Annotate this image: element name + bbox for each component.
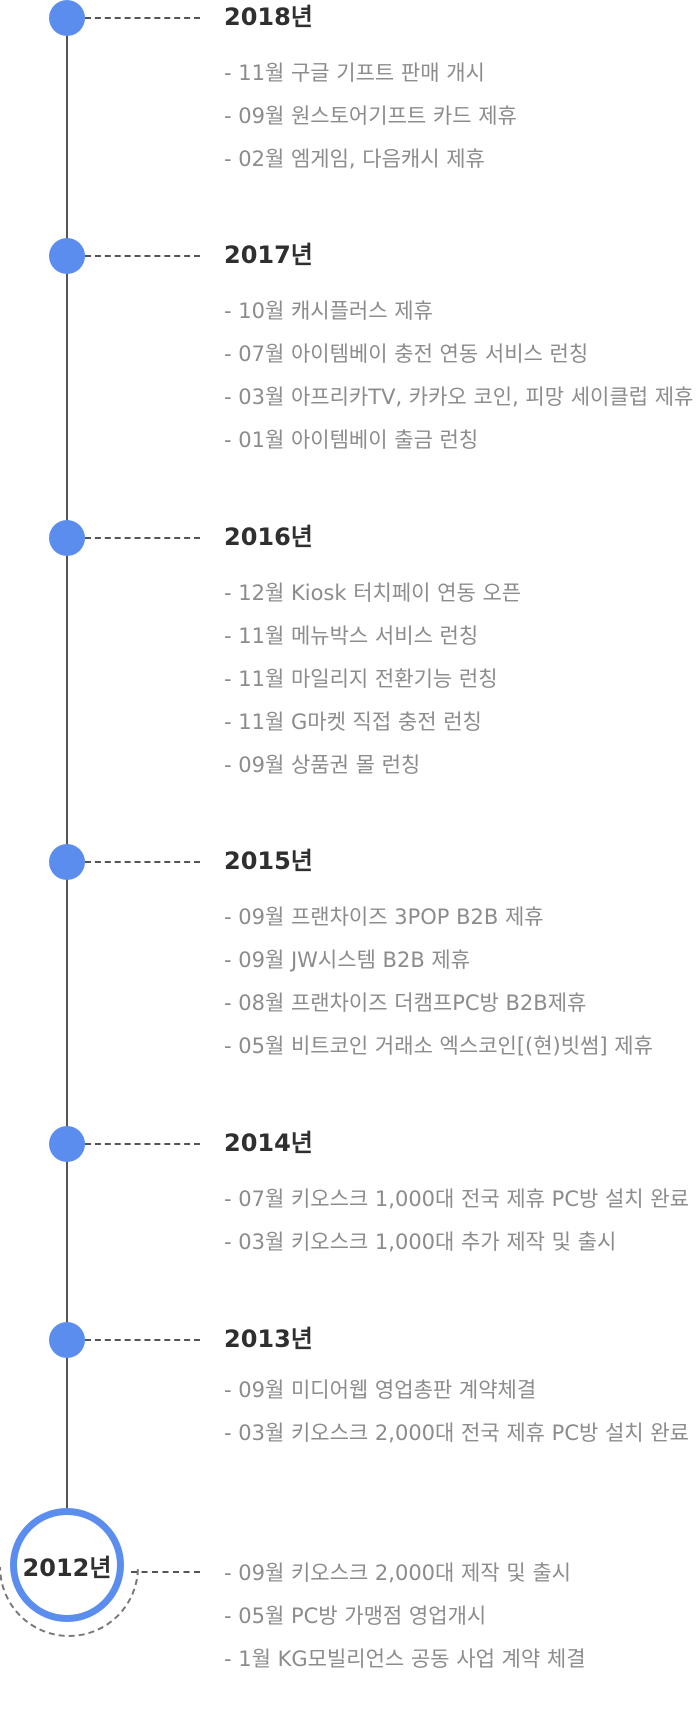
list-item: - 1월 KG모빌리언스 공동 사업 계약 체결 bbox=[224, 1647, 586, 1671]
timeline-connector bbox=[85, 861, 200, 863]
timeline-dot bbox=[49, 520, 85, 556]
event-list: - 10월 캐시플러스 제휴 - 07월 아이템베이 충전 연동 서비스 런칭 … bbox=[224, 296, 693, 468]
year-heading: 2014년 bbox=[224, 1129, 313, 1157]
list-item: - 05월 비트코인 거래소 엑스코인[(현)빗썸] 제휴 bbox=[224, 1034, 653, 1058]
current-year-circle: 2012년 bbox=[10, 1508, 124, 1622]
list-item: - 03월 키오스크 1,000대 추가 제작 및 출시 bbox=[224, 1230, 617, 1254]
event-list: - 09월 프랜차이즈 3POP B2B 제휴 - 09월 JW시스템 B2B … bbox=[224, 902, 653, 1074]
list-item: - 09월 JW시스템 B2B 제휴 bbox=[224, 948, 471, 972]
timeline-connector bbox=[85, 255, 200, 257]
list-item: - 03월 키오스크 2,000대 전국 제휴 PC방 설치 완료 bbox=[224, 1421, 689, 1445]
list-item: - 09월 원스토어기프트 카드 제휴 bbox=[224, 104, 517, 128]
timeline-dot bbox=[49, 238, 85, 274]
event-list: - 07월 키오스크 1,000대 전국 제휴 PC방 설치 완료 - 03월 … bbox=[224, 1184, 689, 1270]
list-item: - 02월 엠게임, 다음캐시 제휴 bbox=[224, 147, 485, 171]
timeline-dot bbox=[49, 1126, 85, 1162]
event-list: - 11월 구글 기프트 판매 개시 - 09월 원스토어기프트 카드 제휴 -… bbox=[224, 58, 517, 187]
timeline-connector bbox=[85, 17, 200, 19]
list-item: - 10월 캐시플러스 제휴 bbox=[224, 299, 433, 323]
year-heading: 2013년 bbox=[224, 1325, 313, 1353]
list-item: - 08월 프랜차이즈 더캠프PC방 B2B제휴 bbox=[224, 991, 587, 1015]
timeline-connector bbox=[85, 537, 200, 539]
list-item: - 03월 아프리카TV, 카카오 코인, 피망 세이클럽 제휴 bbox=[224, 385, 694, 409]
list-item: - 12월 Kiosk 터치페이 연동 오픈 bbox=[224, 581, 522, 605]
list-item: - 09월 미디어웹 영업총판 계약체결 bbox=[224, 1378, 537, 1402]
list-item: - 09월 프랜차이즈 3POP B2B 제휴 bbox=[224, 905, 544, 929]
year-heading: 2017년 bbox=[224, 241, 313, 269]
timeline-dot bbox=[49, 1322, 85, 1358]
event-list: - 09월 미디어웹 영업총판 계약체결 - 03월 키오스크 2,000대 전… bbox=[224, 1375, 689, 1461]
list-item: - 09월 키오스크 2,000대 제작 및 출시 bbox=[224, 1561, 571, 1585]
year-heading: 2016년 bbox=[224, 523, 313, 551]
list-item: - 07월 아이템베이 충전 연동 서비스 런칭 bbox=[224, 342, 589, 366]
list-item: - 11월 마일리지 전환기능 런칭 bbox=[224, 667, 498, 691]
list-item: - 05월 PC방 가맹점 영업개시 bbox=[224, 1604, 487, 1628]
event-list: - 12월 Kiosk 터치페이 연동 오픈 - 11월 메뉴박스 서비스 런칭… bbox=[224, 578, 521, 793]
timeline-connector bbox=[131, 1571, 200, 1573]
year-heading: 2015년 bbox=[224, 847, 313, 875]
year-heading: 2012년 bbox=[22, 1553, 112, 1582]
year-heading: 2018년 bbox=[224, 3, 313, 31]
timeline-connector bbox=[85, 1339, 200, 1341]
timeline-dot bbox=[49, 0, 85, 36]
list-item: - 11월 G마켓 직접 충전 런칭 bbox=[224, 710, 482, 734]
timeline-connector bbox=[85, 1143, 200, 1145]
list-item: - 07월 키오스크 1,000대 전국 제휴 PC방 설치 완료 bbox=[224, 1187, 689, 1211]
list-item: - 09월 상품권 몰 런칭 bbox=[224, 753, 421, 777]
list-item: - 11월 구글 기프트 판매 개시 bbox=[224, 61, 485, 85]
timeline-line bbox=[66, 18, 68, 1518]
list-item: - 01월 아이템베이 출금 런칭 bbox=[224, 428, 479, 452]
event-list: - 09월 키오스크 2,000대 제작 및 출시 - 05월 PC방 가맹점 … bbox=[224, 1558, 586, 1687]
timeline-dot bbox=[49, 844, 85, 880]
list-item: - 11월 메뉴박스 서비스 런칭 bbox=[224, 624, 479, 648]
